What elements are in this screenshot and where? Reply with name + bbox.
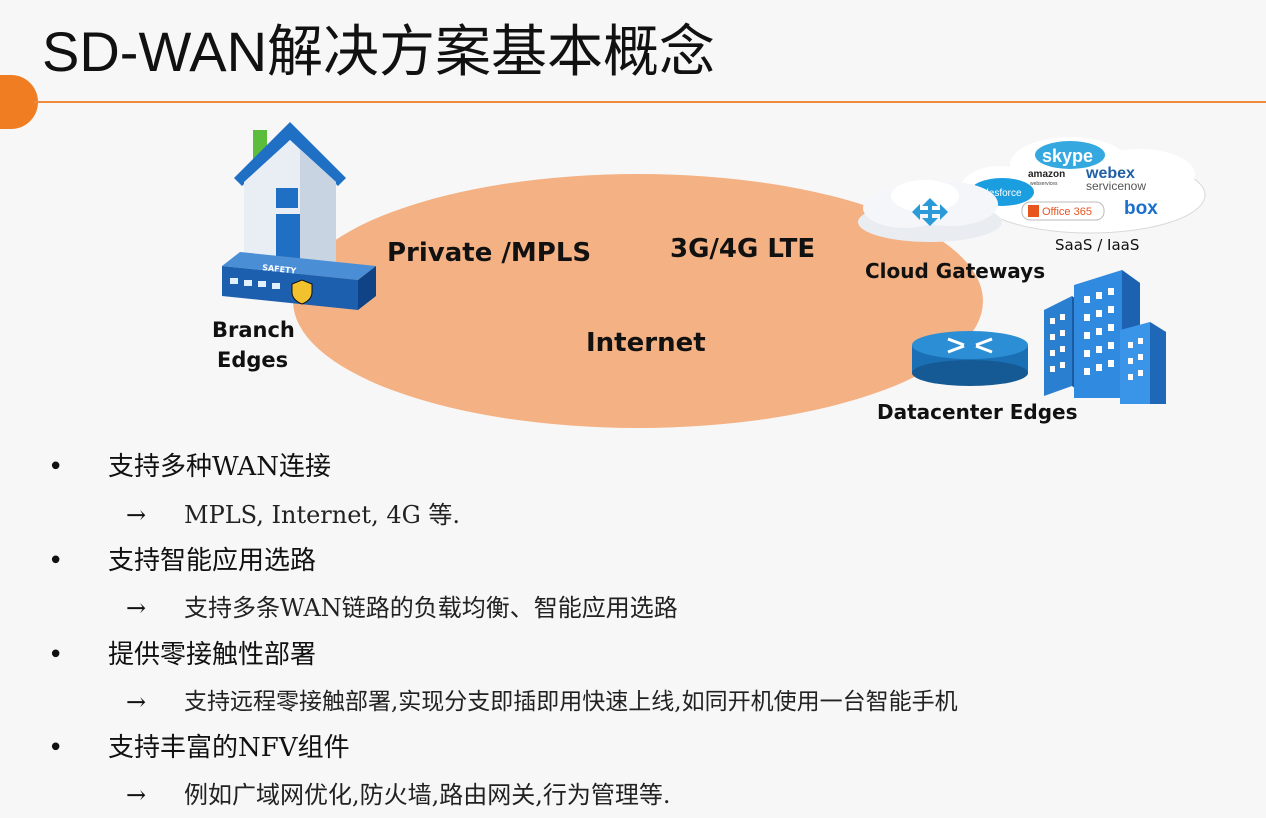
bullet-item: • 支持智能应用选路 bbox=[0, 538, 1266, 584]
bullet-subtext: 支持多条WAN链路的负载均衡、智能应用选路 bbox=[184, 594, 678, 622]
brand-amazon-sub: webservices bbox=[1030, 181, 1058, 187]
bullet-marker: • bbox=[48, 452, 64, 482]
brand-amazon: amazon bbox=[1028, 169, 1065, 180]
bullet-text: 支持智能应用选路 bbox=[108, 546, 317, 576]
bullet-subtext: 支持远程零接触部署,实现分支即插即用快速上线,如同开机使用一台智能手机 bbox=[184, 689, 958, 715]
bullet-marker: • bbox=[48, 546, 64, 576]
bullet-subitem: → 支持多条WAN链路的负载均衡、智能应用选路 bbox=[0, 585, 1266, 631]
bullet-subitem: → MPLS, Internet, 4G 等. bbox=[0, 492, 1266, 538]
datacenter-buildings-icon bbox=[1044, 270, 1166, 404]
bullet-text: 支持丰富的NFV组件 bbox=[108, 733, 350, 763]
slide-title: SD-WAN解决方案基本概念 bbox=[42, 20, 716, 83]
security-appliance-icon: SAFETY bbox=[222, 252, 376, 310]
label-datacenter-edges: Datacenter Edges bbox=[877, 400, 1078, 424]
label-private-mpls: Private /MPLS bbox=[387, 238, 592, 268]
label-internet: Internet bbox=[586, 328, 706, 358]
network-diagram: SAFETY skype amazon webservices webex se… bbox=[222, 122, 1206, 428]
label-cloud-gateways: Cloud Gateways bbox=[865, 259, 1046, 283]
bullet-text: 支持多种WAN连接 bbox=[108, 452, 331, 482]
title-divider bbox=[34, 101, 1266, 103]
bullet-item: • 支持多种WAN连接 bbox=[0, 444, 1266, 490]
network-ellipse bbox=[293, 174, 983, 428]
bullet-marker: • bbox=[48, 640, 64, 670]
label-branch-line2: Edges bbox=[217, 348, 289, 372]
bullet-subtext: MPLS, Internet, 4G 等. bbox=[184, 501, 461, 529]
brand-skype: skype bbox=[1042, 146, 1093, 166]
brand-box: box bbox=[1124, 198, 1158, 219]
arrow-icon: → bbox=[126, 688, 147, 716]
router-icon bbox=[912, 331, 1028, 386]
label-branch-line1: Branch bbox=[212, 318, 295, 342]
arrow-icon: → bbox=[126, 501, 147, 529]
brand-servicenow: servicenow bbox=[1086, 179, 1146, 193]
bullet-item: • 支持丰富的NFV组件 bbox=[0, 725, 1266, 771]
bullet-text: 提供零接触性部署 bbox=[108, 640, 317, 670]
cloud-gateway-icon bbox=[858, 180, 1002, 242]
label-saas-iaas: SaaS / IaaS bbox=[1055, 236, 1140, 254]
brand-webex: webex bbox=[1085, 165, 1135, 182]
house-icon bbox=[234, 122, 346, 262]
bullet-marker: • bbox=[48, 733, 64, 763]
bullet-subitem: → 例如广域网优化,防火墙,路由网关,行为管理等. bbox=[0, 772, 1266, 818]
arrow-icon: → bbox=[126, 594, 147, 622]
appliance-label: SAFETY bbox=[262, 263, 297, 276]
bullet-item: • 提供零接触性部署 bbox=[0, 632, 1266, 678]
brand-office365: Office 365 bbox=[1042, 206, 1092, 218]
bullet-subitem: → 支持远程零接触部署,实现分支即插即用快速上线,如同开机使用一台智能手机 bbox=[0, 679, 1266, 725]
saas-cloud-icon: skype amazon webservices webex serviceno… bbox=[960, 137, 1206, 234]
label-lte: 3G/4G LTE bbox=[670, 234, 816, 264]
arrow-icon: → bbox=[126, 781, 147, 809]
brand-salesforce: salesforce bbox=[976, 188, 1022, 199]
bullet-subtext: 例如广域网优化,防火墙,路由网关,行为管理等. bbox=[184, 781, 671, 809]
